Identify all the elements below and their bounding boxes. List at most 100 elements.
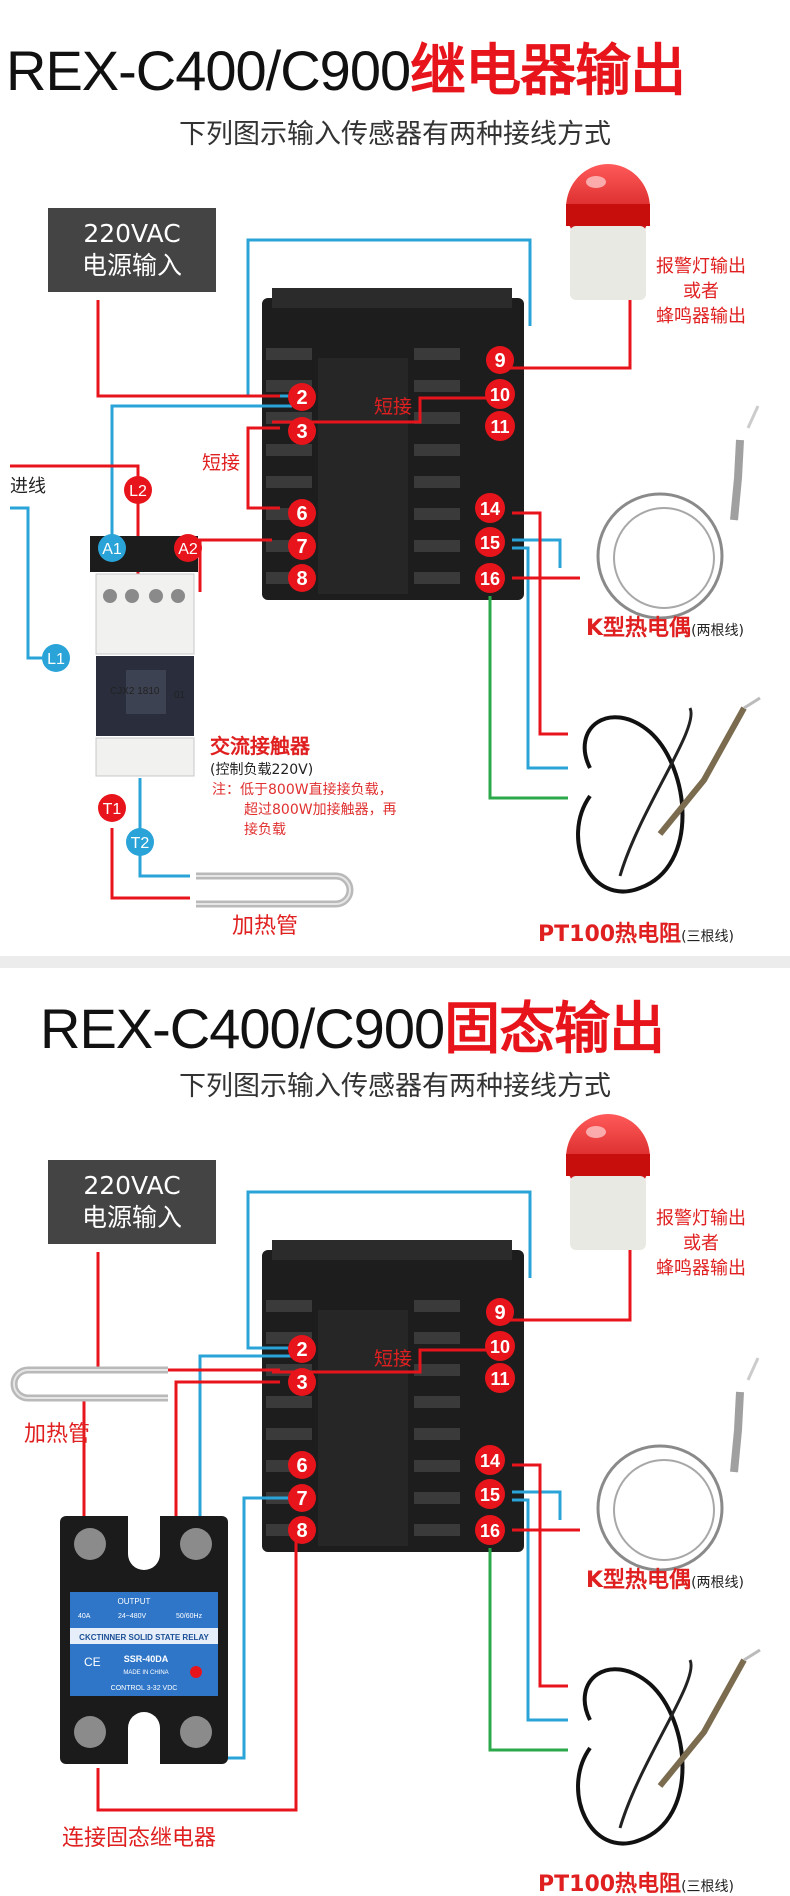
terminal-2-label: 2 bbox=[296, 387, 307, 409]
pt-sub: (三根线) bbox=[681, 929, 734, 945]
alarm-label: 报警灯输出或者蜂鸣器输出 bbox=[656, 1206, 746, 1281]
title-accent: 继电器输出 bbox=[410, 39, 686, 104]
pt100-sensor bbox=[576, 1648, 761, 1846]
ssr-rating-volts: 24~480V bbox=[118, 1613, 147, 1620]
note-line-2: 超过800W加接触器，再 bbox=[244, 802, 397, 818]
terminal-10-label: 10 bbox=[490, 1337, 510, 1357]
terminal-7-label: 7 bbox=[296, 536, 307, 558]
terminal-7: 7 bbox=[288, 1484, 316, 1512]
marker-t2: T2 bbox=[126, 828, 154, 856]
alarm-line-2: 或者 bbox=[683, 281, 719, 302]
ssr-output-text: OUTPUT bbox=[118, 1597, 151, 1606]
alarm-label: 报警灯输出或者蜂鸣器输出 bbox=[656, 254, 746, 329]
ssr-ce-mark: CE bbox=[84, 1655, 101, 1669]
short-label-left: 短接 bbox=[202, 452, 241, 474]
alarm-line-1: 报警灯输出 bbox=[656, 1208, 746, 1229]
panel-title: REX-C400/C900继电器输出 bbox=[6, 26, 686, 107]
contactor-code-label: 01 bbox=[174, 690, 186, 701]
ssr-rating-amps: 40A bbox=[78, 1613, 91, 1620]
terminal-16: 16 bbox=[475, 563, 505, 593]
marker-l1-label: L1 bbox=[47, 651, 65, 668]
relay-output-panel: REX-C400/C900继电器输出 下列图示输入传感器有两种接线方式 bbox=[0, 8, 790, 956]
pt-label: PT100热电阻 bbox=[538, 922, 682, 947]
terminal-6-label: 6 bbox=[296, 1455, 307, 1477]
terminal-8: 8 bbox=[288, 564, 316, 592]
terminal-3-label: 3 bbox=[296, 1372, 307, 1394]
pt-sub: (三根线) bbox=[681, 1879, 734, 1895]
terminal-11: 11 bbox=[485, 1363, 515, 1393]
marker-l2-label: L2 bbox=[129, 483, 147, 500]
k-thermocouple bbox=[596, 405, 760, 620]
heater-label: 加热管 bbox=[24, 1422, 91, 1447]
terminal-10-label: 10 bbox=[490, 385, 510, 405]
alarm-line-3: 蜂鸣器输出 bbox=[656, 1258, 746, 1279]
contactor-sub: (控制负载220V) bbox=[210, 762, 314, 778]
k-label: K型热电偶 bbox=[586, 1568, 692, 1593]
psu-voltage: 220VAC bbox=[83, 219, 181, 248]
ssr-rating-hz: 50/60Hz bbox=[176, 1613, 203, 1620]
marker-a2: A2 bbox=[174, 534, 202, 562]
power-input-box: 220VAC 电源输入 bbox=[48, 1160, 216, 1244]
temperature-controller bbox=[262, 288, 524, 600]
green-wires bbox=[488, 1548, 568, 1752]
contactor-caption: 交流接触器 (控制负载220V) bbox=[210, 730, 313, 779]
panel-divider bbox=[0, 956, 790, 968]
k-thermocouple-label: K型热电偶(两根线) bbox=[586, 1562, 744, 1594]
contactor-label: 交流接触器 bbox=[210, 734, 310, 758]
terminal-14: 14 bbox=[475, 1445, 505, 1475]
ssr-made-text: MADE IN CHINA bbox=[123, 1670, 168, 1676]
k-thermocouple-label: K型热电偶(两根线) bbox=[586, 610, 744, 642]
k-sub: (两根线) bbox=[691, 623, 744, 639]
terminal-15: 15 bbox=[475, 1479, 505, 1509]
terminal-9-label: 9 bbox=[494, 350, 505, 372]
terminal-16: 16 bbox=[475, 1515, 505, 1545]
terminal-8-label: 8 bbox=[296, 568, 307, 590]
heater-tube bbox=[196, 872, 354, 908]
heater-label: 加热管 bbox=[232, 914, 299, 939]
terminal-3: 3 bbox=[288, 1368, 316, 1396]
alarm-line-2: 或者 bbox=[683, 1233, 719, 1254]
marker-t1-label: T1 bbox=[103, 801, 122, 818]
terminal-14-label: 14 bbox=[480, 1451, 500, 1471]
ac-contactor bbox=[90, 536, 198, 777]
note-line-1: 注：低于800W直接接负载， bbox=[212, 782, 393, 798]
solid-state-relay: OUTPUT 40A 24~480V 50/60Hz CKCTINNER SOL… bbox=[60, 1516, 228, 1764]
terminal-2-label: 2 bbox=[296, 1339, 307, 1361]
terminal-3: 3 bbox=[288, 417, 316, 445]
contactor-model-label: CJX2 1810 bbox=[110, 686, 160, 697]
alarm-lamp bbox=[566, 164, 650, 300]
wire-markers: L2 A1 A2 L1 T1 T2 bbox=[42, 476, 202, 856]
panel-title: REX-C400/C900固态输出 bbox=[40, 984, 665, 1065]
ssr-connect-label: 连接固态继电器 bbox=[62, 1826, 217, 1851]
terminal-16-label: 16 bbox=[480, 569, 500, 589]
alarm-line-1: 报警灯输出 bbox=[656, 256, 746, 277]
terminal-14-label: 14 bbox=[480, 499, 500, 519]
marker-l2: L2 bbox=[124, 476, 152, 504]
title-model: REX-C400/C900 bbox=[40, 997, 445, 1060]
terminal-6-label: 6 bbox=[296, 503, 307, 525]
terminal-7-label: 7 bbox=[296, 1488, 307, 1510]
terminal-15-label: 15 bbox=[480, 1485, 500, 1505]
alarm-lamp bbox=[566, 1114, 650, 1250]
incoming-label: 进线 bbox=[10, 476, 46, 497]
load-note: 注：低于800W直接接负载， 超过800W加接触器，再接负载 bbox=[212, 780, 397, 840]
psu-voltage: 220VAC bbox=[83, 1171, 181, 1200]
marker-a1: A1 bbox=[98, 534, 126, 562]
terminal-9-label: 9 bbox=[494, 1302, 505, 1324]
ssr-control-text: CONTROL 3-32 VDC bbox=[111, 1685, 178, 1692]
psu-label: 电源输入 bbox=[81, 1203, 182, 1232]
terminal-11: 11 bbox=[485, 411, 515, 441]
ssr-output-panel: REX-C400/C900固态输出 下列图示输入传感器有两种接线方式 bbox=[0, 968, 790, 1896]
pt100-label: PT100热电阻(三根线) bbox=[538, 1866, 734, 1896]
short-label-right: 短接 bbox=[374, 396, 413, 418]
ssr-brand-text: CKCTINNER SOLID STATE RELAY bbox=[79, 1633, 209, 1642]
alarm-line-3: 蜂鸣器输出 bbox=[656, 306, 746, 327]
note-line-3: 接负载 bbox=[244, 822, 286, 838]
terminal-6: 6 bbox=[288, 499, 316, 527]
terminal-11-label: 11 bbox=[490, 1369, 509, 1389]
terminal-16-label: 16 bbox=[480, 1521, 500, 1541]
marker-t1: T1 bbox=[98, 794, 126, 822]
terminal-10: 10 bbox=[485, 1331, 515, 1361]
panel-subtitle: 下列图示输入传感器有两种接线方式 bbox=[179, 119, 611, 150]
